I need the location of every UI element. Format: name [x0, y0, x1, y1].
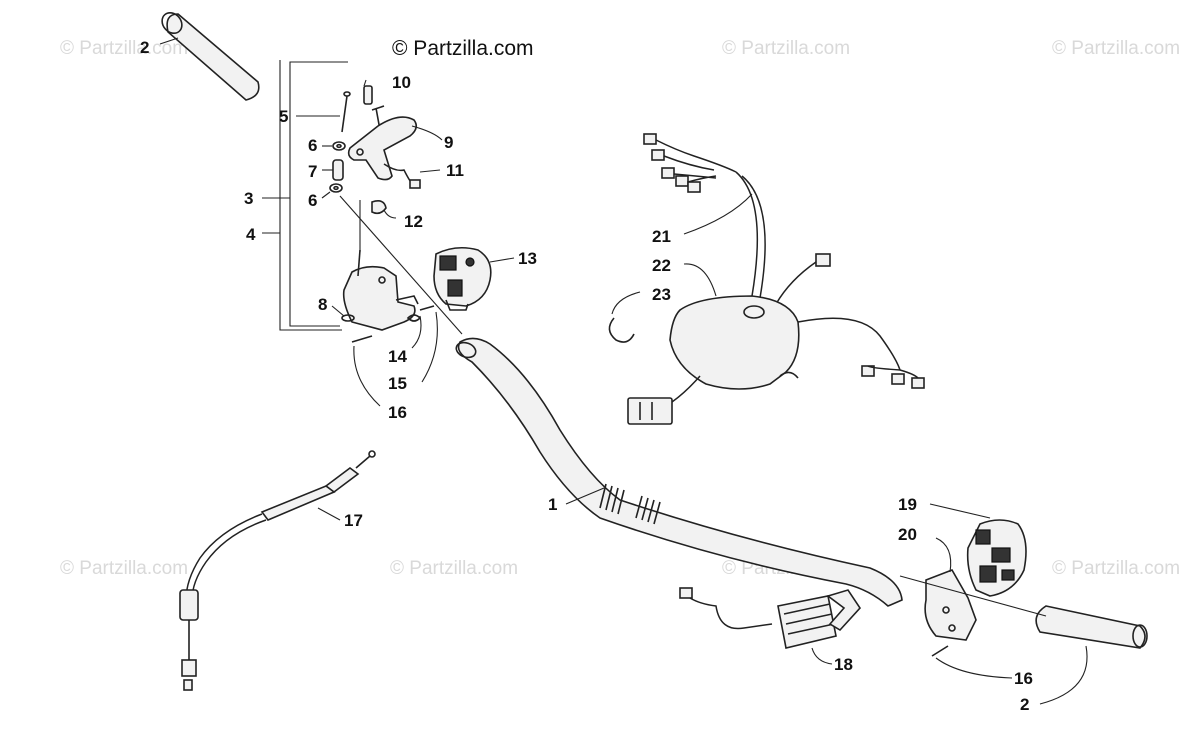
watermark-main: © Partzilla.com [392, 37, 534, 60]
callout-12: 12 [404, 212, 423, 231]
callout-16-right: 16 [1014, 669, 1033, 688]
grip-harness [679, 587, 862, 665]
callout-4: 4 [246, 225, 256, 244]
callout-2-left: 2 [140, 38, 149, 57]
callout-18: 18 [834, 655, 853, 674]
callout-3: 3 [244, 189, 253, 208]
callout-11: 11 [446, 161, 464, 180]
watermark-faint: © Partzilla.com [1052, 38, 1180, 59]
callout-5: 5 [279, 107, 288, 126]
callout-19: 19 [898, 495, 917, 514]
callout-14: 14 [388, 347, 407, 366]
callout-9: 9 [444, 133, 453, 152]
callout-8: 8 [318, 295, 327, 314]
throttle-housing [433, 246, 515, 311]
callout-6-top: 6 [308, 136, 317, 155]
watermark-faint: © Partzilla.com [722, 38, 850, 59]
brake-lever [347, 116, 443, 189]
throttle-cable [179, 450, 376, 691]
right-switch-housing [899, 503, 1047, 641]
callout-16-left: 16 [388, 403, 407, 422]
callout-13: 13 [518, 249, 537, 268]
watermark-faint: © Partzilla.com [60, 558, 188, 579]
wiring-harness [608, 133, 925, 425]
axis-line-left [339, 195, 463, 335]
left-grip [159, 11, 260, 101]
callout-15: 15 [388, 374, 407, 393]
watermark-faint: © Partzilla.com [1052, 558, 1180, 579]
hardware-group [296, 79, 397, 219]
left-screws [351, 305, 438, 407]
callout-labels: 2 10 5 6 9 7 11 3 6 12 4 13 8 14 15 16 2… [140, 38, 1033, 714]
callout-10: 10 [392, 73, 411, 92]
watermark-layer: © Partzilla.com © Partzilla.com © Partzi… [60, 37, 1180, 579]
callout-1: 1 [548, 495, 557, 514]
handlebar [455, 337, 903, 607]
callout-6-bottom: 6 [308, 191, 317, 210]
callout-21: 21 [652, 227, 671, 246]
knurl-marks [599, 483, 661, 525]
callout-17: 17 [344, 511, 363, 530]
right-screw [931, 645, 1013, 679]
watermark-faint: © Partzilla.com [390, 558, 518, 579]
right-grip [1035, 605, 1148, 705]
watermark-faint: © Partzilla.com [60, 38, 188, 59]
callout-20: 20 [898, 525, 917, 544]
callout-2-right: 2 [1020, 695, 1029, 714]
group-bracket [262, 60, 348, 331]
callout-23: 23 [652, 285, 671, 304]
callout-22: 22 [652, 256, 671, 275]
callout-7: 7 [308, 162, 317, 181]
